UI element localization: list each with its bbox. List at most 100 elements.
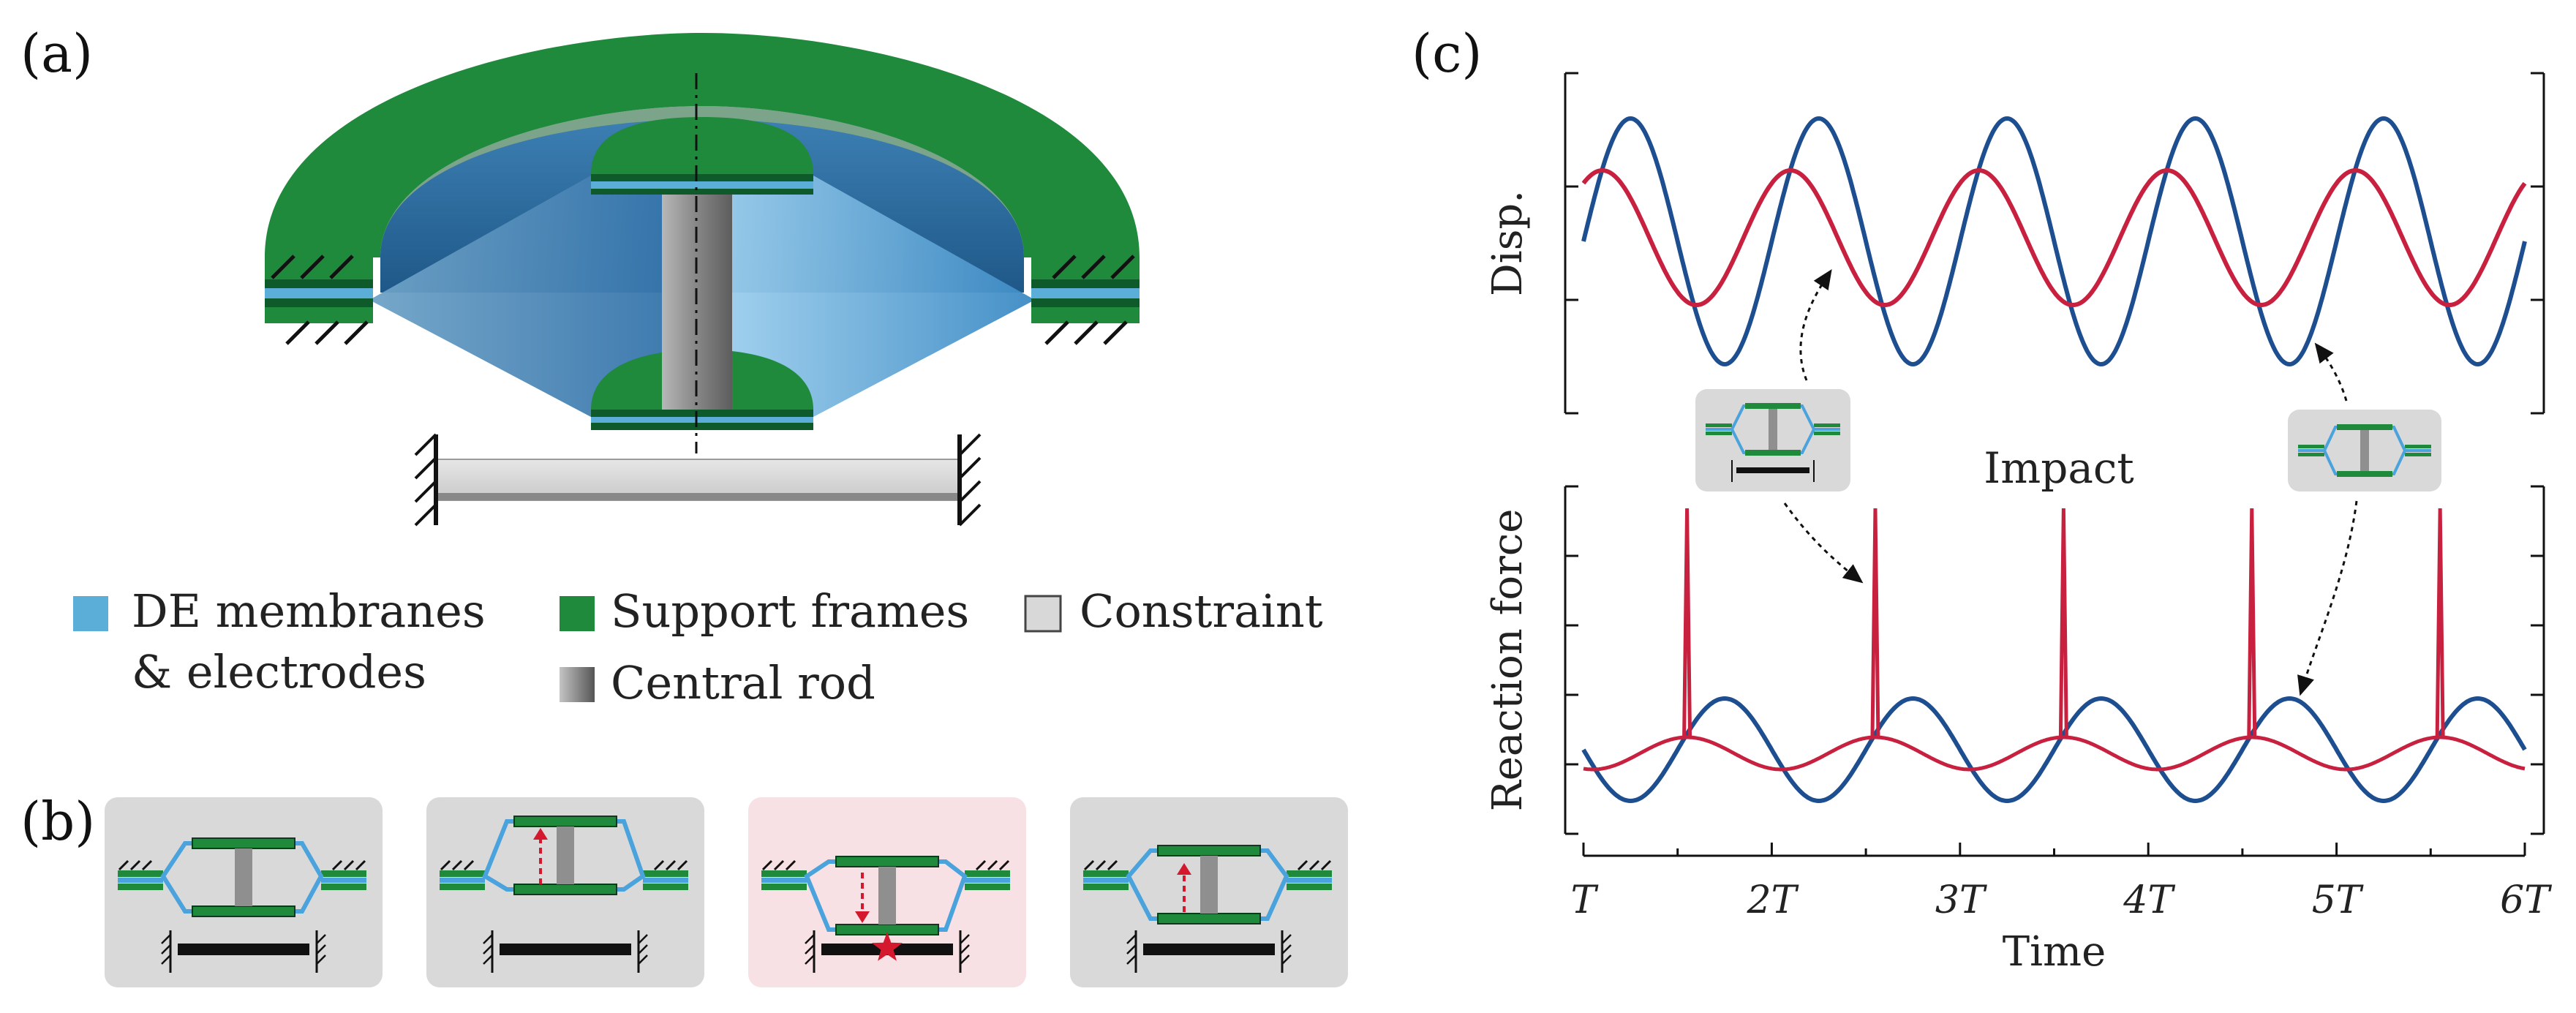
- wall-hatch-icon: [805, 954, 815, 965]
- wall-hatch-icon: [998, 859, 1010, 871]
- wall-hatch-icon: [1126, 954, 1137, 965]
- wall-hatch-icon: [653, 859, 665, 871]
- clamp: [1287, 884, 1332, 890]
- wall-hatch-icon: [960, 944, 970, 954]
- wall-hatch-icon: [316, 954, 326, 965]
- time-axis-label: Time: [2003, 928, 2106, 976]
- wall-hatch-icon: [483, 954, 493, 965]
- wall-hatch-icon: [1297, 859, 1308, 871]
- clamp: [643, 884, 688, 890]
- support-frame-arch: [265, 33, 1140, 257]
- frame-swatch-icon: [560, 596, 595, 631]
- wall-hatch-icon: [161, 934, 171, 944]
- inset-clamp: [2298, 445, 2324, 448]
- rod: [235, 848, 252, 906]
- wall-hatch-icon: [1126, 934, 1137, 944]
- clamp: [643, 878, 688, 883]
- legend-label: Support frames: [611, 584, 969, 638]
- state-rebound: [1070, 797, 1348, 987]
- wall-hatch-icon: [463, 859, 475, 871]
- disp-y-label: Disp.: [1484, 190, 1532, 296]
- actuator-3d-view: [265, 33, 1140, 527]
- wall-hatch-icon: [805, 934, 815, 944]
- inset-frame: [2337, 471, 2392, 477]
- impact-star-icon: [872, 932, 903, 961]
- clamp: [965, 878, 1010, 883]
- force-y-label: Reaction force: [1484, 509, 1532, 812]
- clamp: [1083, 870, 1129, 877]
- inset-clamp: [1706, 432, 1732, 435]
- wall-hatch-icon: [161, 954, 171, 965]
- wall-hatch-icon: [161, 944, 171, 954]
- bottom-support-disk: [591, 350, 813, 430]
- legend-label: Central rod: [611, 656, 875, 709]
- force-impact-spike: [2058, 508, 2068, 738]
- time-tick-label: T: [1571, 878, 1599, 922]
- state-neutral: [105, 797, 383, 987]
- legend-label: DE membranes: [132, 584, 486, 638]
- inset-membrane: [1730, 404, 1816, 454]
- inset-clamp: [2298, 453, 2324, 456]
- wall-hatch-icon: [1095, 859, 1107, 871]
- annotation-arrow: [1783, 502, 1864, 584]
- legend-item-rod: Central rod: [560, 656, 875, 709]
- wall-hatch-icon: [785, 859, 796, 871]
- membrane-outline: [1126, 848, 1289, 921]
- time-tick-label: 4T: [2123, 878, 2175, 922]
- clamp: [118, 870, 163, 877]
- annotation-arrow: [1799, 269, 1832, 381]
- annotation-arrow: [2297, 500, 2358, 696]
- annotation-arrow: [2314, 342, 2348, 402]
- inset-clamp: [1814, 423, 1840, 427]
- wall-hatch-icon: [141, 859, 153, 871]
- legend-item-frames: Support frames: [560, 584, 969, 638]
- wall-hatch-icon: [118, 859, 129, 871]
- inset-clamp: [2298, 449, 2324, 452]
- state-sequence: [105, 797, 1348, 987]
- wall-hatch-icon: [355, 859, 366, 871]
- wall-hatch-icon: [483, 934, 493, 944]
- time-tick-label: 3T: [1935, 878, 1987, 922]
- force-series-red: [1583, 735, 2526, 772]
- force-impact-spike: [2435, 508, 2445, 738]
- clamp: [761, 870, 807, 877]
- wall-hatch-icon: [960, 954, 970, 965]
- panel-label-c: (c): [1412, 23, 1483, 84]
- wall-hatch-icon: [440, 859, 451, 871]
- force-impact-spike: [1682, 508, 1692, 738]
- membrane-outline: [804, 859, 968, 932]
- clamp: [761, 878, 807, 883]
- inset-membrane: [2322, 426, 2407, 475]
- membrane-outline: [160, 841, 324, 914]
- wall-hatch-icon: [677, 859, 688, 871]
- wall-hatch-icon: [773, 859, 785, 871]
- wall-hatch-icon: [1083, 859, 1095, 871]
- wall-hatch-icon: [987, 859, 998, 871]
- force-impact-spike: [1870, 508, 1880, 738]
- panel-label-a: (a): [20, 23, 93, 84]
- membrane-swatch-icon: [73, 596, 108, 631]
- wall-hatch-icon: [1281, 954, 1292, 965]
- wall-hatch-icon: [975, 859, 987, 871]
- clamp: [1287, 870, 1332, 877]
- wall-hatch-icon: [331, 859, 343, 871]
- wall-hatch-icon: [1320, 859, 1332, 871]
- dashed-arrow-up-icon: [1177, 863, 1191, 875]
- force-impact-spike: [2247, 508, 2257, 738]
- rod: [1200, 856, 1218, 914]
- legend-item-membrane: DE membranes & electrodes: [73, 584, 486, 698]
- wall-hatch-icon: [1281, 944, 1292, 954]
- inset-frame: [1745, 403, 1801, 409]
- force-series-blue: [1581, 696, 2527, 804]
- inset-frame: [2337, 424, 2392, 430]
- constraint-swatch-icon: [1024, 595, 1062, 633]
- rod: [878, 867, 896, 924]
- time-tick-label: 2T: [1747, 878, 1799, 922]
- wall-hatch-icon: [960, 934, 970, 944]
- clamp: [761, 884, 807, 890]
- wall-hatch-icon: [129, 859, 141, 871]
- clamp: [965, 870, 1010, 877]
